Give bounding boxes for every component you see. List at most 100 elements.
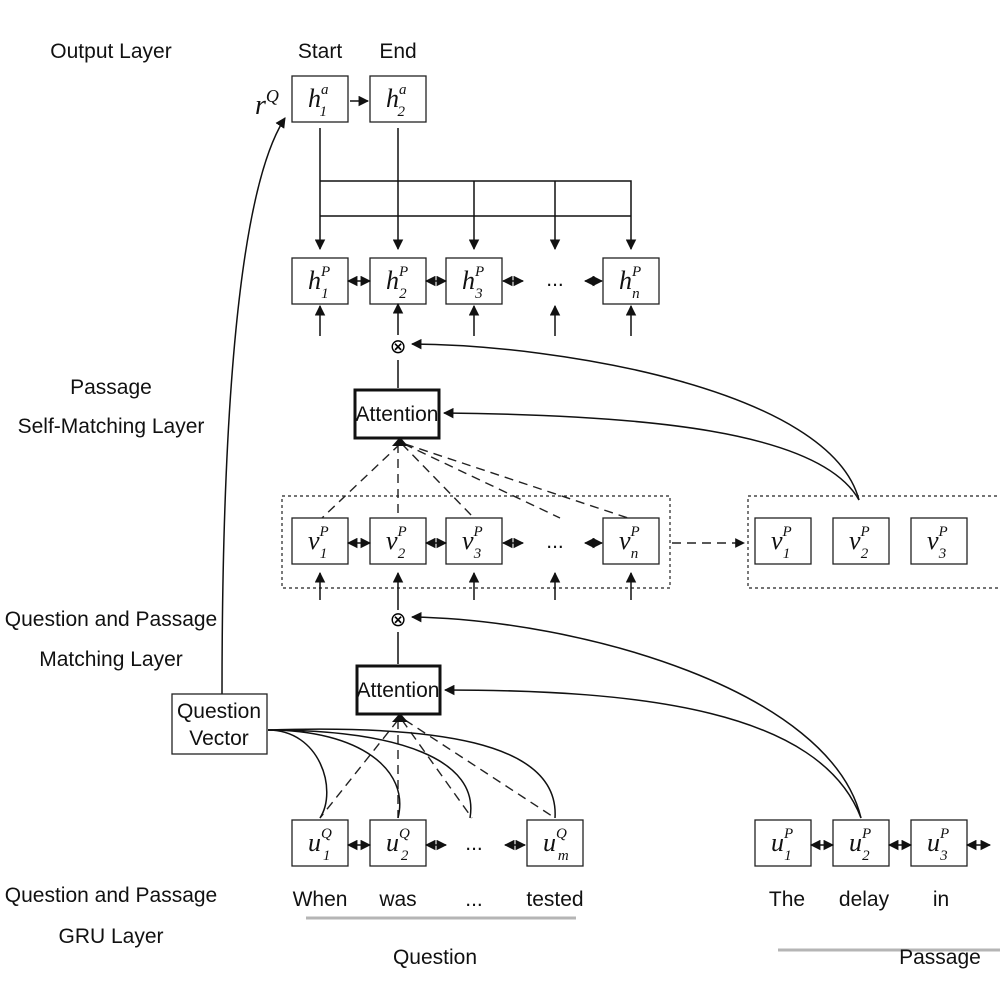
self-matching-layer-label-2: Self-Matching Layer [18, 415, 205, 438]
attention-dash-u1 [319, 719, 399, 819]
attention-dash-v1 [321, 443, 401, 519]
multiply-node-upper: ⊗ [390, 334, 407, 358]
passage-word-3: in [933, 888, 949, 911]
matching-node-4-box [602, 517, 660, 565]
matching-node-3-box [445, 517, 503, 565]
passage-word-2: delay [839, 888, 890, 911]
output-node-h2a-box [369, 75, 427, 123]
question-vector-line2: Vector [189, 727, 249, 750]
qvec-curve-udots [267, 729, 472, 819]
u2p-to-otimes-lower-curve [410, 611, 862, 819]
matching-copy-group-box [747, 495, 1000, 589]
question-vector-to-output-curve [221, 117, 286, 695]
question-caption: Question [393, 946, 477, 969]
matching-layer-label-1: Question and Passage [5, 608, 217, 631]
attention-dash-dots [403, 443, 561, 519]
passage-caption: Passage [899, 946, 981, 969]
qvec-curve-um [267, 728, 556, 819]
matching-group-box [281, 495, 671, 589]
question-node-2-box [369, 819, 427, 867]
gru-layer-label-2: GRU Layer [58, 925, 163, 948]
self-ellipsis: ... [546, 268, 564, 291]
matching-copy-node-1-box [754, 517, 812, 565]
question-word-2: was [378, 888, 416, 911]
output-bus-top [320, 180, 637, 251]
v2-to-otimes-upper-curve [410, 338, 860, 501]
question-word-4: tested [526, 888, 583, 911]
svg-text:rQ: rQ [255, 86, 279, 121]
attention-dash-hub-lower [392, 713, 408, 722]
gru-layer-label-1: Question and Passage [5, 884, 217, 907]
question-vector-box [171, 693, 268, 755]
multiply-node-lower: ⊗ [390, 607, 407, 631]
attention-dash-v3 [401, 443, 475, 519]
output-node-h1a-box [291, 75, 349, 123]
self-matching-layer-label-1: Passage [70, 376, 152, 399]
attention-dash-vn [404, 443, 629, 519]
end-label: End [379, 40, 416, 63]
output-layer-label: Output Layer [50, 40, 171, 63]
question-ellipsis: ... [465, 832, 483, 855]
question-word-3: ... [465, 888, 483, 911]
qvec-curve-u2 [267, 729, 401, 819]
attention-dash-udots [401, 719, 473, 819]
attention-box-lower [355, 664, 442, 716]
question-node-3-box [526, 819, 584, 867]
matching-layer-label-2: Matching Layer [39, 648, 183, 671]
attention-label-upper: Attention [356, 403, 439, 426]
attention-dash-hub-upper [392, 437, 408, 446]
matching-copy-node-2-box [832, 517, 890, 565]
self-matching-node-3-box [445, 257, 503, 305]
matching-node-2-box [369, 517, 427, 565]
v2-to-attention-upper-curve [442, 407, 860, 501]
match-ellipsis: ... [546, 530, 564, 553]
attention-box-upper [353, 388, 441, 440]
u2p-to-attention-lower-curve [443, 684, 862, 819]
question-node-1-box [291, 819, 349, 867]
start-label: Start [298, 40, 343, 63]
matching-node-1-box [291, 517, 349, 565]
self-matching-node-4-box [602, 257, 660, 305]
rq-vector-label: rQ [255, 86, 279, 121]
attention-label-lower: Attention [357, 679, 440, 702]
matching-copy-node-3-box [910, 517, 968, 565]
